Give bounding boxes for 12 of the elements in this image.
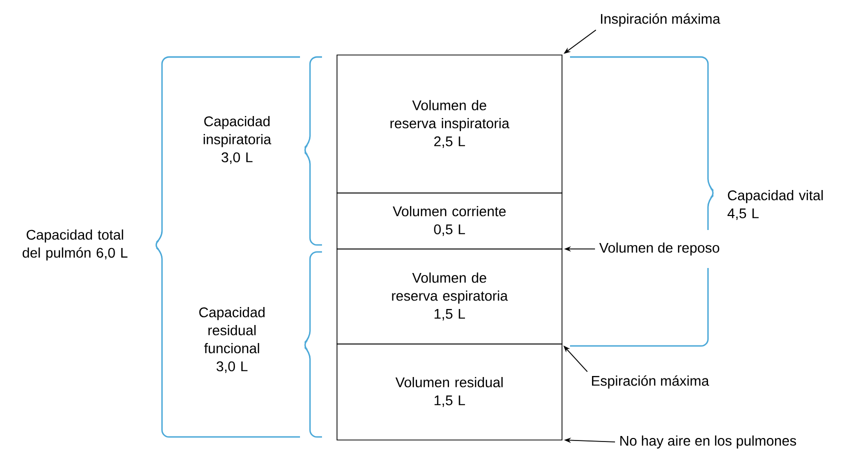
volume-box: Volumen de reserva espiratoria 1,5 L [336,248,562,344]
annotation-text: Espiración máxima [592,375,710,389]
capacity-label: Capacidad residual funcional 3,0 L [199,307,265,373]
annotation-text: Volumen de reposo [599,242,720,256]
capacity-label: Capacidad inspiratoria 3,0 L [204,116,272,164]
volume-box: Volumen residual 1,5 L [336,344,562,440]
capacity-label: Capacidad vital 4,5 L [728,190,823,220]
volume-box: Volumen corriente 0,5 L [336,192,562,250]
annotation-text: Inspiración máxima [601,13,720,27]
annotation-text: No hay aire en los pulmones [620,435,796,448]
volume-box: Volumen de reserva inspiratoria 2,5 L [336,54,562,194]
capacity-label: Capacidad total del pulmón 6,0 L [22,229,128,260]
